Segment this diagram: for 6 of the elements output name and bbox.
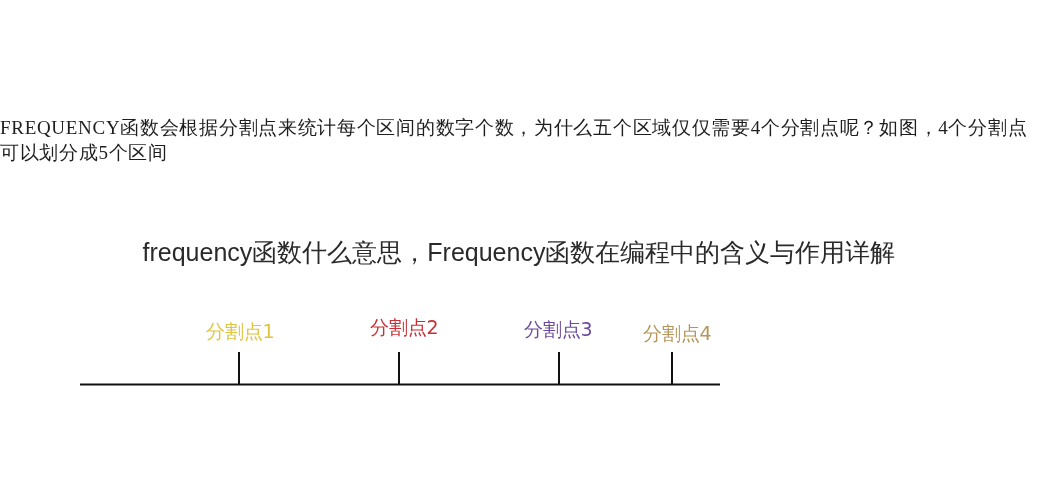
tick-label: 分割点4 (642, 321, 712, 345)
tick-label: 分割点3 (523, 317, 593, 341)
heading: frequency函数什么意思，Frequency函数在编程中的含义与作用详解 (142, 237, 896, 268)
body-text: FREQUENCY函数会根据分割点来统计每个区间的数字个数，为什么五个区域仅仅需要4个分割点呢？如图，4个分割点可以划分成5个区间 (0, 116, 1029, 165)
tick-label: 分割点1 (205, 319, 275, 343)
tick-label: 分割点2 (369, 315, 439, 339)
